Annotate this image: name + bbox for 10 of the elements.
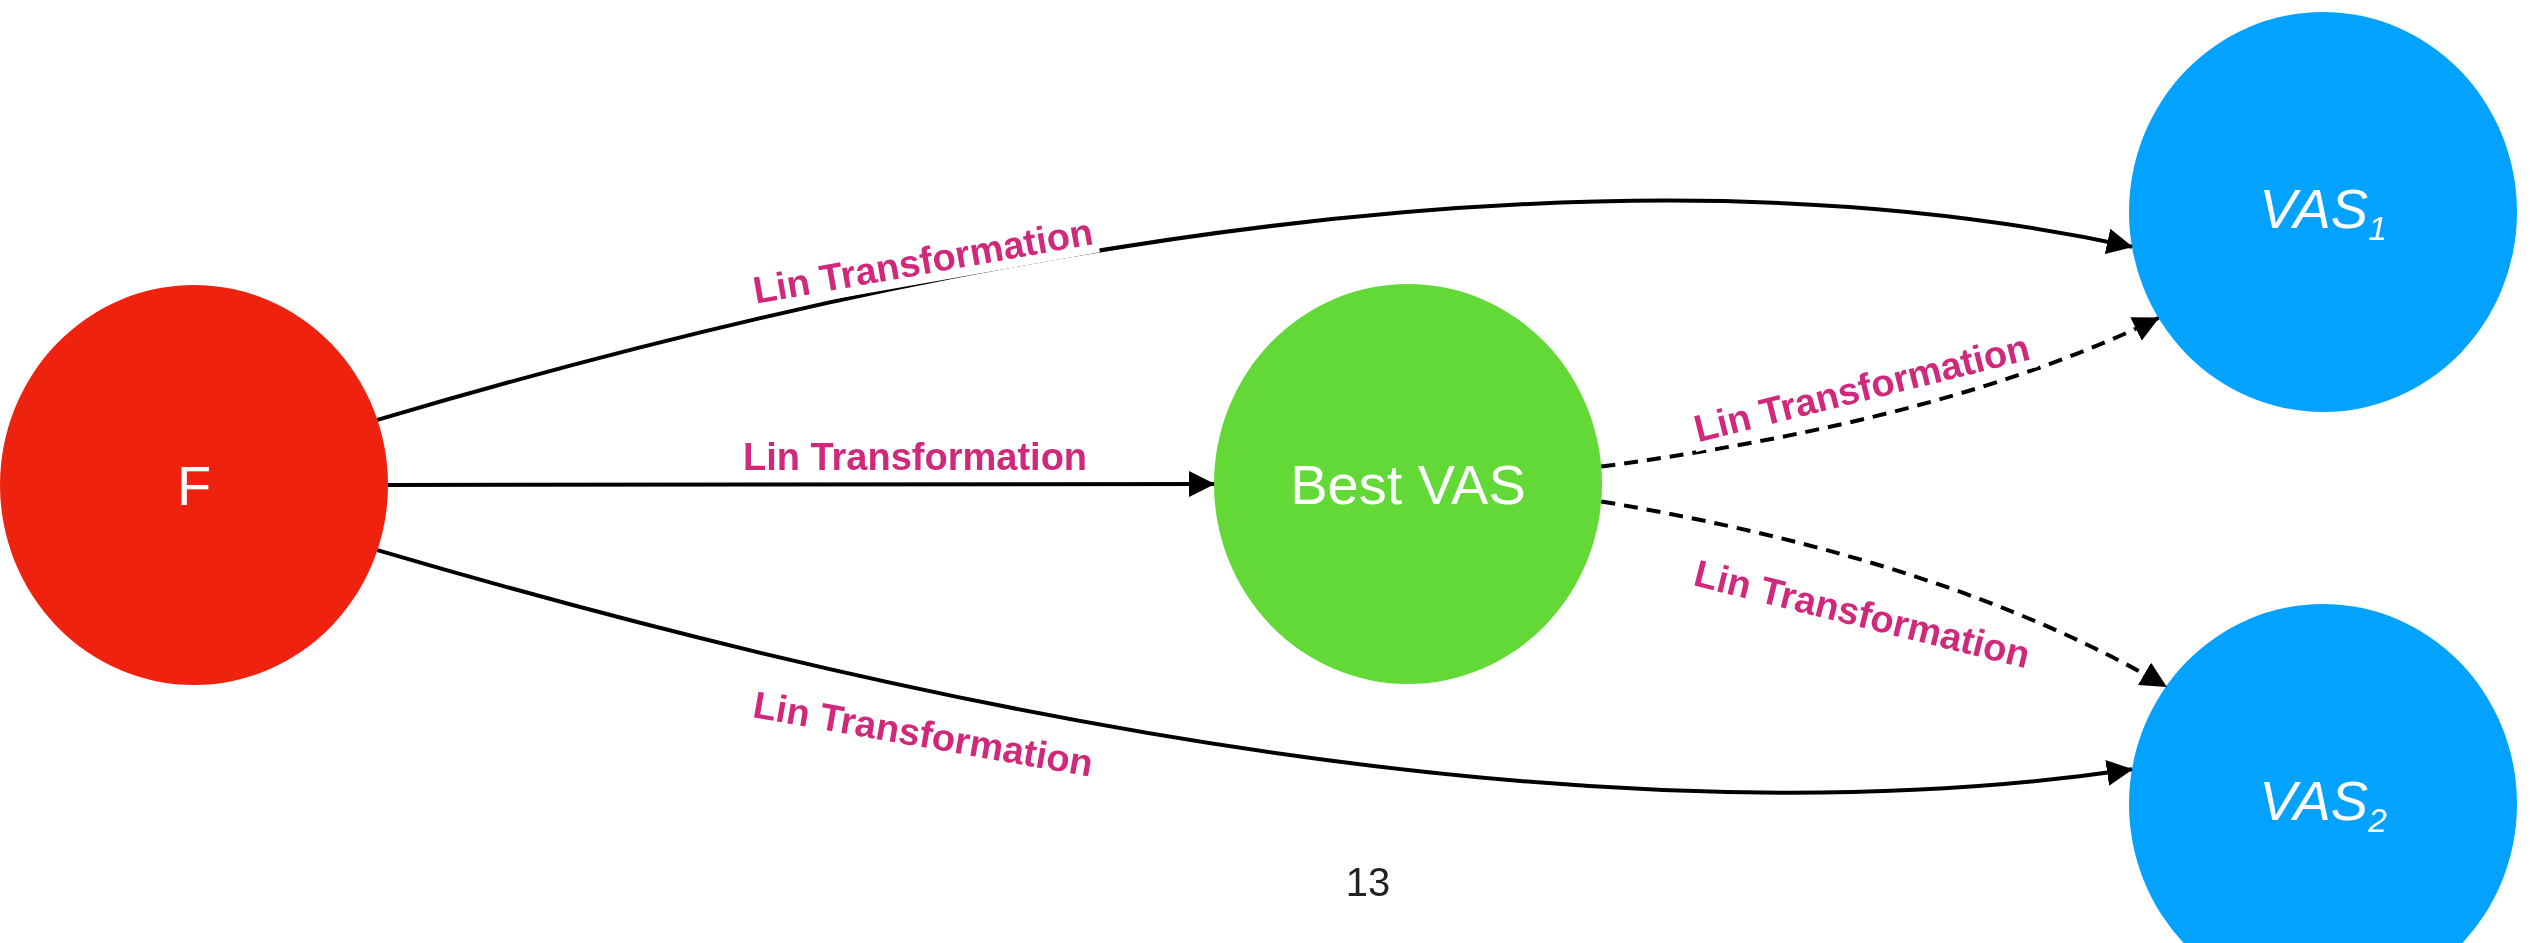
node-label: VAS$_{1}$	[2259, 175, 2387, 249]
arrow	[1600, 316, 2160, 469]
node-label: Best VAS	[1290, 451, 1526, 517]
arrow	[376, 198, 2133, 422]
arrow	[1600, 499, 2168, 689]
arrow	[376, 548, 2133, 795]
node-label: VAS$_{2}$	[2259, 767, 2387, 841]
page-number: 13	[1345, 859, 1391, 905]
node-label: F	[176, 452, 212, 518]
arrow	[388, 471, 1215, 498]
